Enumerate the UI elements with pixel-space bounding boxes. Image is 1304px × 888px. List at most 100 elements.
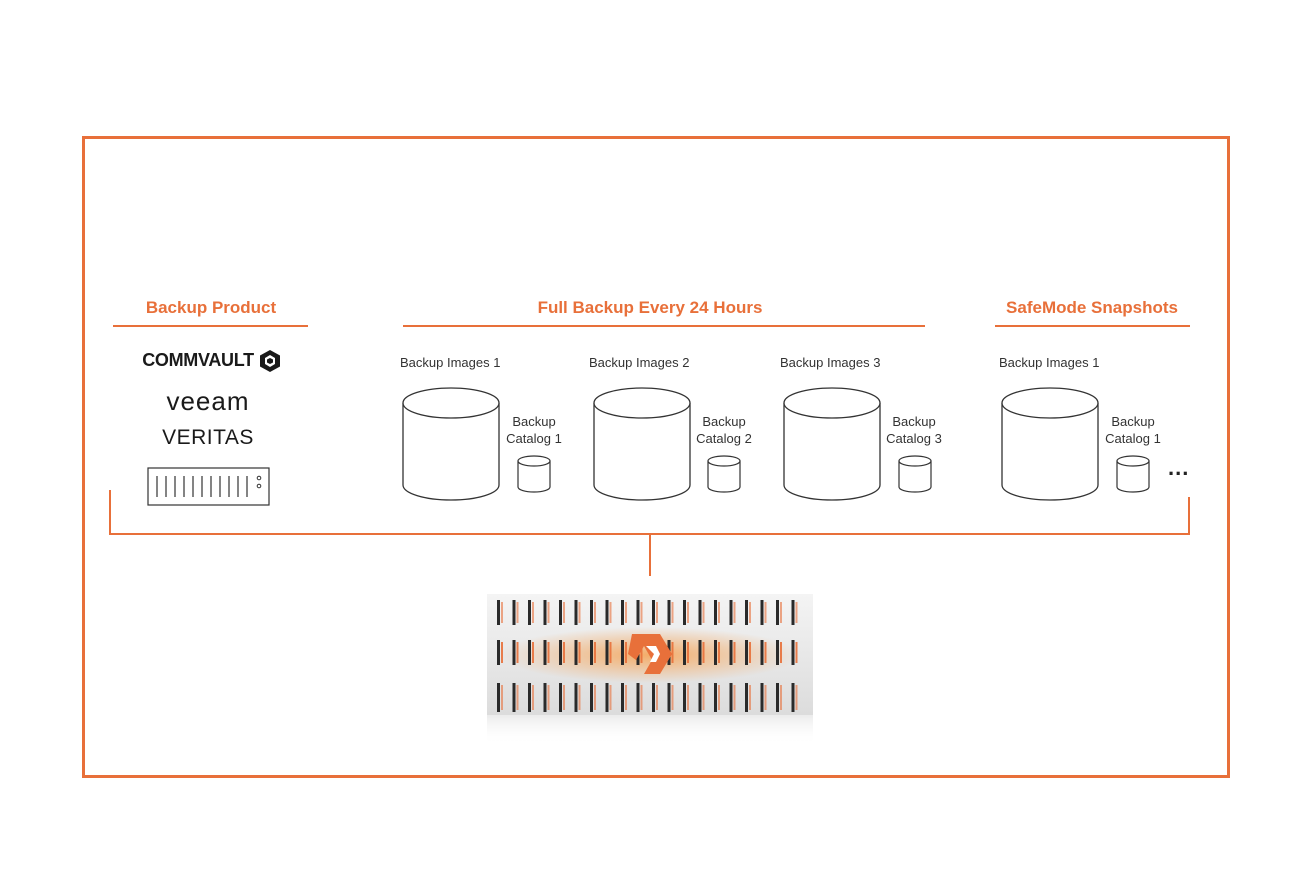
blade-slot [652, 683, 655, 712]
blade-slot [714, 683, 717, 712]
blade-led [718, 642, 720, 663]
catalog-label-line1: Backup [512, 414, 556, 429]
blade-led [609, 685, 612, 710]
section-title-backup-product: Backup Product [145, 298, 277, 317]
blade-slot [590, 600, 593, 625]
blade-led [764, 642, 767, 663]
catalog-database-icon [517, 455, 1150, 493]
blade-slot [791, 600, 795, 625]
blade-led [687, 602, 689, 623]
blade-led [594, 602, 596, 623]
backup-catalog-label-1: Backup Catalog 1 [506, 413, 562, 447]
blade-slot [776, 683, 779, 712]
database-icon [402, 387, 1099, 501]
blade-slot [776, 640, 779, 665]
blade-led [609, 602, 612, 623]
blade-slot [528, 600, 531, 625]
blade-led [640, 602, 643, 623]
blade-led [780, 685, 782, 710]
blade-slot [652, 600, 655, 625]
blade-slot [714, 600, 717, 625]
blade-slot [559, 683, 562, 712]
catalog-label-line1: Backup [702, 414, 746, 429]
blade-led [501, 602, 503, 623]
blade-led [563, 602, 565, 623]
blade-slot [760, 683, 764, 712]
blade-slot [543, 683, 547, 712]
blade-led [749, 642, 751, 663]
blade-led [656, 685, 658, 710]
blade-slot [698, 640, 702, 665]
blade-slot [543, 600, 547, 625]
blade-led [578, 685, 581, 710]
blade-led [718, 685, 720, 710]
catalog-label-line1: Backup [892, 414, 936, 429]
blade-slot [745, 683, 748, 712]
blade-led [640, 685, 643, 710]
blade-slot [497, 683, 500, 712]
section-title-safemode: SafeMode Snapshots [1006, 298, 1178, 317]
blade-led [718, 602, 720, 623]
blade-led [671, 642, 674, 663]
blade-slot [698, 683, 702, 712]
catalog-label-line2: Catalog 1 [506, 431, 562, 446]
blade-slot [760, 640, 764, 665]
blade-led [625, 602, 627, 623]
blade-slot [574, 600, 578, 625]
blade-led [547, 685, 550, 710]
blade-led [795, 642, 798, 663]
blade-led [671, 685, 674, 710]
blade-slot [512, 683, 516, 712]
blade-slot [543, 640, 547, 665]
blade-slot [621, 640, 624, 665]
flasharray-icon [487, 594, 813, 745]
blade-led [780, 602, 782, 623]
blade-slot [667, 600, 671, 625]
blade-slot [667, 683, 671, 712]
blade-led [547, 642, 550, 663]
blade-led [733, 602, 736, 623]
blade-slot [559, 600, 562, 625]
blade-slot [683, 640, 686, 665]
blade-led [594, 642, 596, 663]
blade-led [501, 642, 503, 663]
blade-slot [791, 683, 795, 712]
catalog-label-line2: Catalog 2 [696, 431, 752, 446]
blade-led [563, 685, 565, 710]
blade-led [764, 685, 767, 710]
backup-catalog-label-3: Backup Catalog 3 [886, 413, 942, 447]
blade-slot [574, 683, 578, 712]
safemode-images-label-1: Backup Images 1 [999, 355, 1100, 370]
blade-slot [745, 600, 748, 625]
commvault-logo: COMMVAULT [142, 350, 254, 371]
blade-led [532, 685, 534, 710]
flasharray-blades [497, 600, 798, 712]
blade-slot [512, 600, 516, 625]
blade-slot [605, 600, 609, 625]
blade-slot [729, 683, 733, 712]
commvault-logo-icon [260, 350, 280, 372]
blade-led [532, 642, 534, 663]
blade-slot [776, 600, 779, 625]
backup-server-icon [147, 467, 270, 506]
blade-slot [745, 640, 748, 665]
blade-led [516, 685, 519, 710]
backup-images-label-2: Backup Images 2 [589, 355, 690, 370]
blade-led [795, 602, 798, 623]
blade-led [594, 685, 596, 710]
veeam-logo: veeam [166, 386, 250, 416]
blade-led [702, 685, 705, 710]
blade-slot [791, 640, 795, 665]
blade-led [501, 685, 503, 710]
blade-slot [683, 683, 686, 712]
blade-slot [636, 683, 640, 712]
blade-led [563, 642, 565, 663]
underline-backup-product [113, 325, 308, 327]
safemode-catalog-label-1: Backup Catalog 1 [1105, 413, 1161, 447]
blade-slot [559, 640, 562, 665]
blade-led [609, 642, 612, 663]
blade-slot [512, 640, 516, 665]
blade-led [532, 602, 534, 623]
blade-slot [621, 683, 624, 712]
